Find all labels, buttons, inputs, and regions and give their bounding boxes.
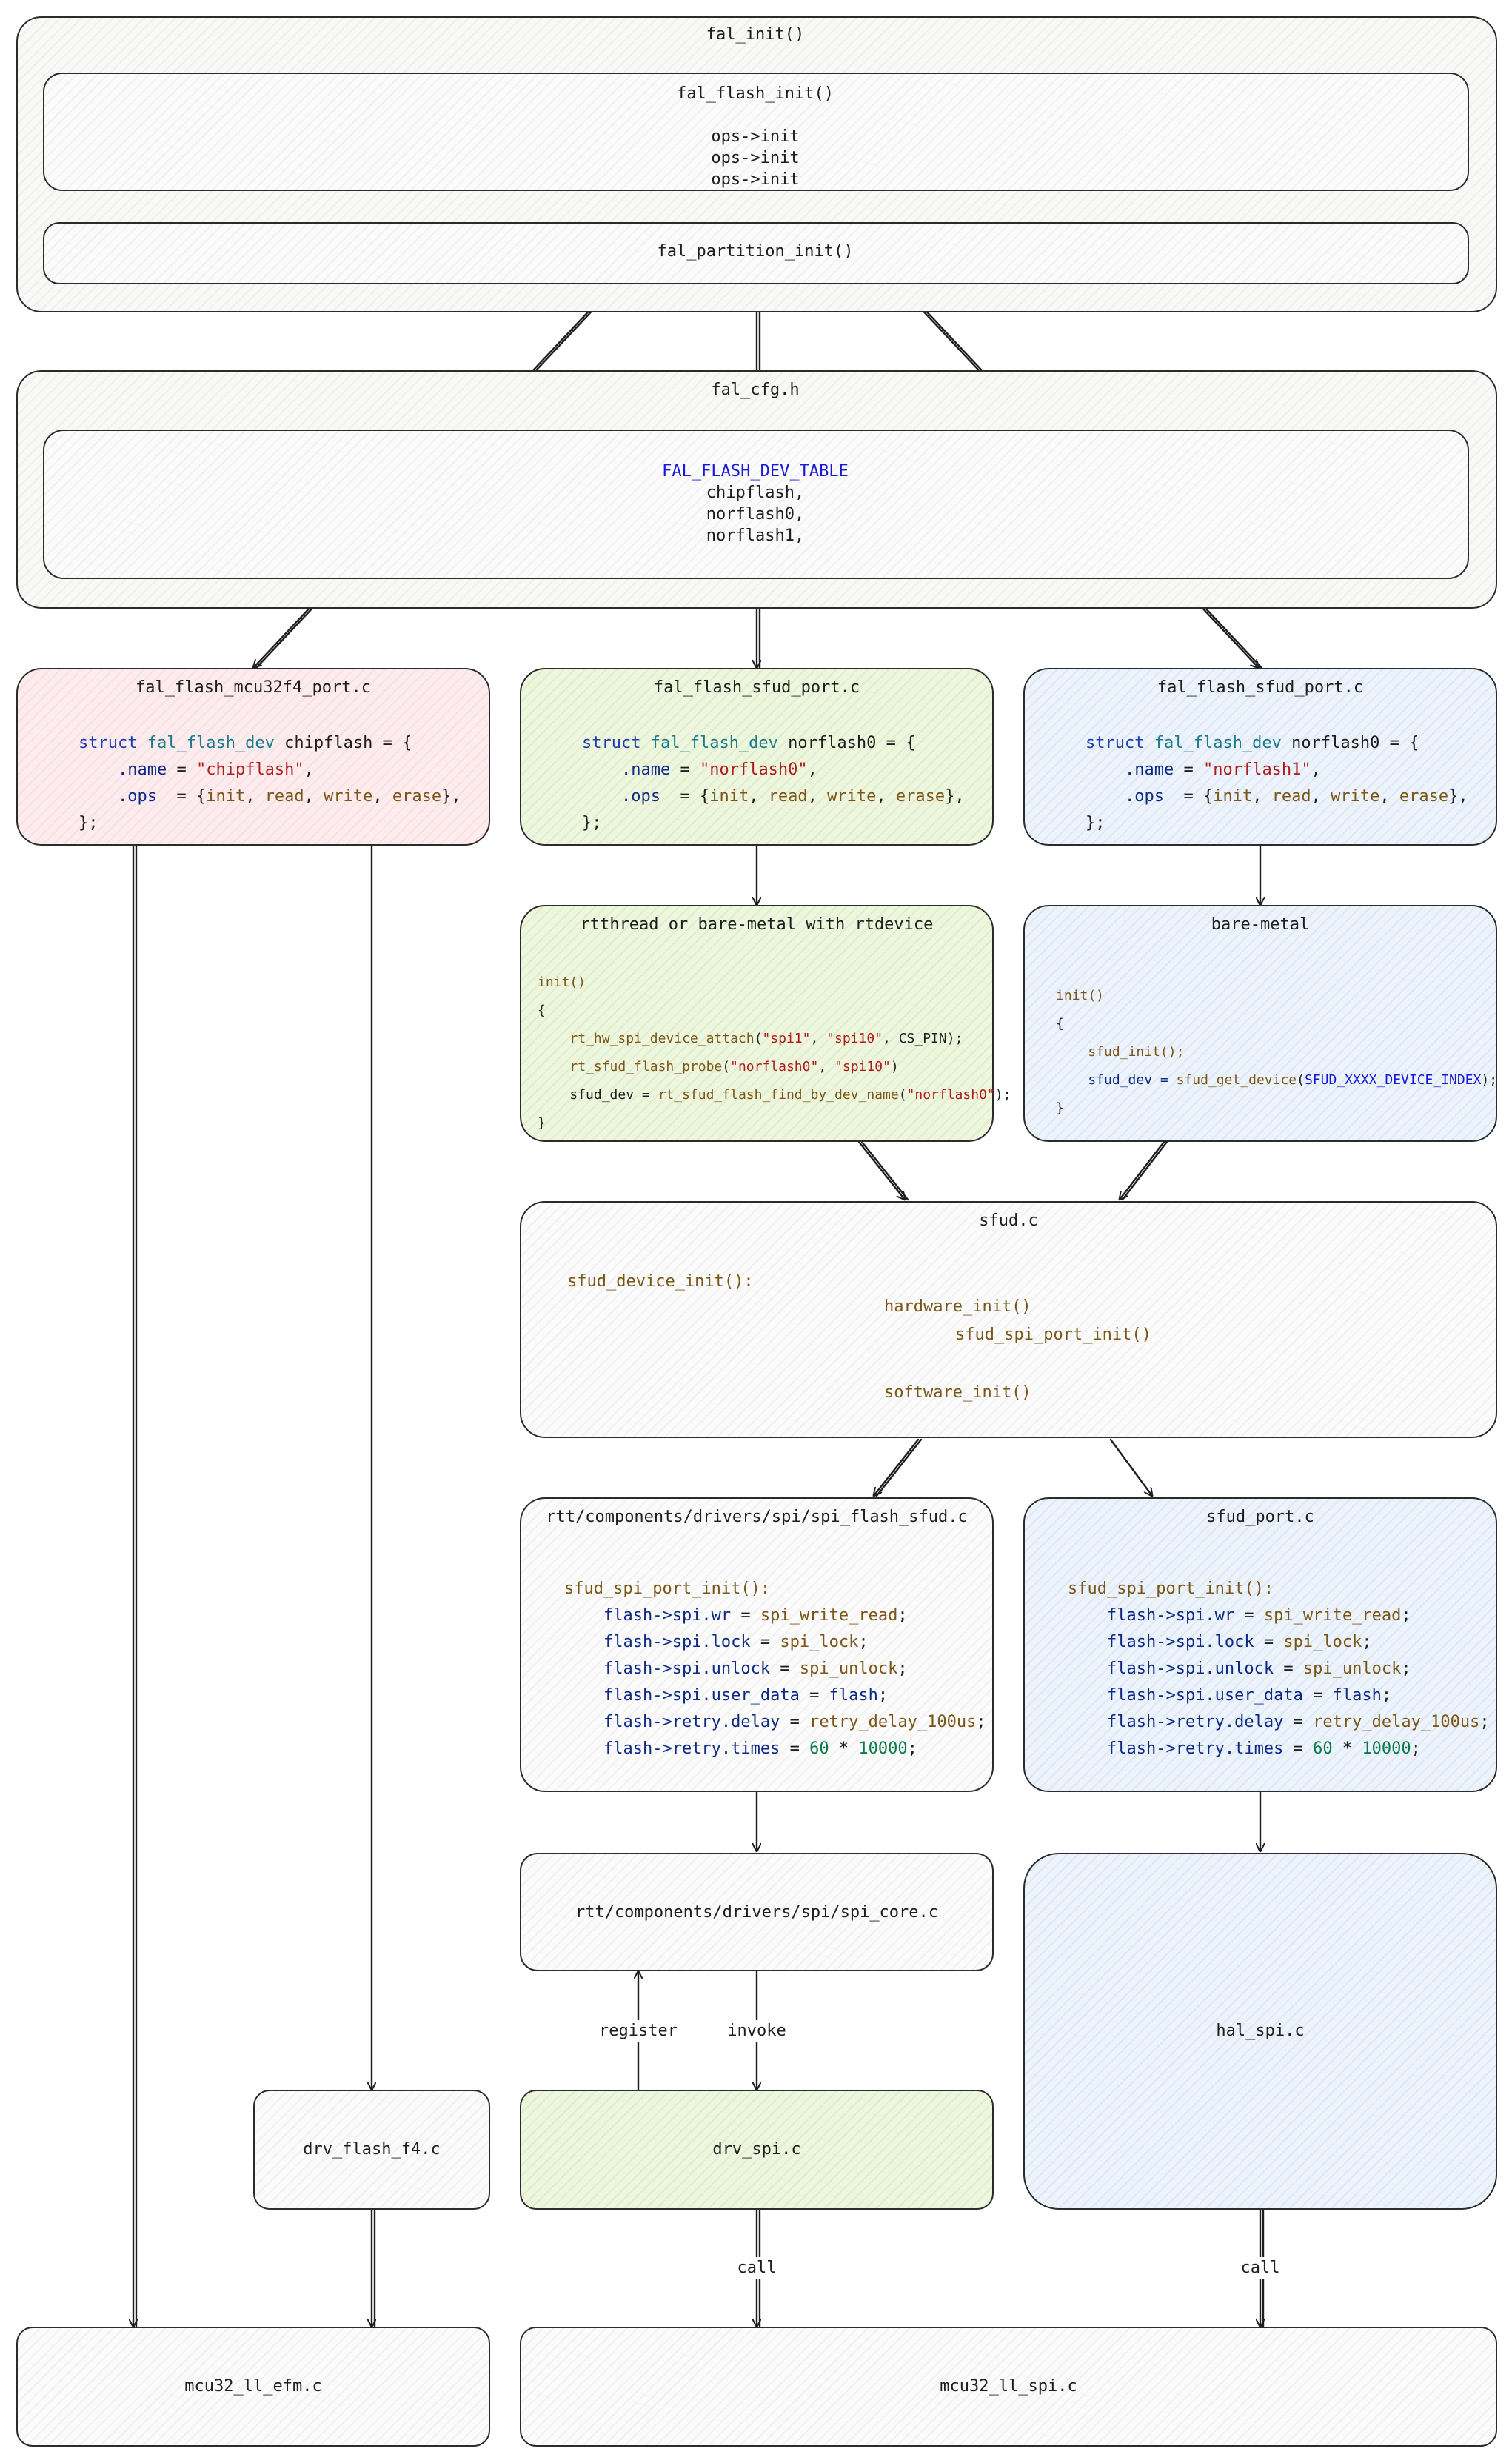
baremetal-title: bare-metal	[1211, 915, 1310, 934]
sfud-port-box-2	[1023, 668, 1497, 846]
spi-core-title: rtt/components/drivers/spi/spi_core.c	[575, 1903, 939, 1922]
drv-flash-title: drv_flash_f4.c	[303, 2140, 441, 2159]
norflash1-struct-code: struct fal_flash_dev norflash0 = { .name…	[1086, 734, 1468, 832]
flash-dev-entry: chipflash,	[706, 484, 805, 502]
drv-spi-title: drv_spi.c	[712, 2140, 801, 2159]
rtthread-init-code: init() { rt_hw_spi_device_attach("spi1",…	[538, 975, 1011, 1131]
spi-core-box	[520, 1853, 994, 1971]
sfud-port-c-box	[1023, 1497, 1497, 1792]
fal-flash-init-title: fal_flash_init()	[677, 84, 834, 103]
spi-flash-sfud-port-init-code: sfud_spi_port_init(): flash->spi.wr = sp…	[564, 1580, 986, 1758]
hal-spi-title: hal_spi.c	[1216, 2022, 1305, 2040]
fal-flash-dev-table-box	[43, 430, 1469, 579]
hardware-init: hardware_init()	[884, 1297, 1031, 1316]
rtthread-box	[520, 905, 994, 1142]
chipflash-struct-code: struct fal_flash_dev chipflash = { .name…	[78, 734, 461, 832]
fal-cfg-title: fal_cfg.h	[711, 381, 800, 399]
baremetal-init-code: init() { sfud_init(); sfud_dev = sfud_ge…	[1056, 988, 1498, 1116]
rtthread-title: rtthread or bare-metal with rtdevice	[580, 915, 934, 934]
efm-title: mcu32_ll_efm.c	[184, 2377, 322, 2396]
hal-spi-box	[1023, 1853, 1497, 2210]
call-label-right: call	[1240, 2257, 1280, 2279]
ops-init-line: ops->init	[711, 170, 800, 189]
spi-flash-sfud-title: rtt/components/drivers/spi/spi_flash_sfu…	[546, 1508, 968, 1526]
flash-dev-entry: norflash1,	[706, 527, 805, 545]
spi-flash-sfud-box	[520, 1497, 994, 1792]
sfud-port-title-1: fal_flash_sfud_port.c	[653, 678, 860, 697]
invoke-label: invoke	[727, 2020, 786, 2042]
baremetal-box	[1023, 905, 1497, 1142]
ops-init-line: ops->init	[711, 127, 800, 146]
register-label: register	[599, 2020, 678, 2042]
ll-spi-box	[520, 2327, 1497, 2447]
sfud-port-box-1	[520, 668, 994, 846]
drv-flash-box	[253, 2090, 490, 2210]
sfud-box	[520, 1201, 1497, 1438]
mcu32-port-title: fal_flash_mcu32f4_port.c	[136, 678, 371, 697]
flash-dev-entry: norflash0,	[706, 505, 805, 524]
arrow-baremetal-to-sfud	[1120, 1140, 1165, 1200]
arrow-sfud-to-spi-flash-sfud	[874, 1438, 920, 1496]
sfud-spi-port-init-call: sfud_spi_port_init()	[955, 1326, 1151, 1344]
fal-flash-dev-table-macro: FAL_FLASH_DEV_TABLE	[662, 462, 849, 481]
fal-flash-init-box	[43, 73, 1469, 191]
sfud-device-init: sfud_device_init():	[567, 1272, 754, 1291]
software-init: software_init()	[884, 1383, 1031, 1402]
mcu32-port-box	[16, 668, 490, 846]
fal-init-title: fal_init()	[706, 25, 805, 44]
sfud-port-title-2: fal_flash_sfud_port.c	[1157, 678, 1364, 697]
ll-spi-title: mcu32_ll_spi.c	[940, 2377, 1077, 2396]
fal-partition-init-title: fal_partition_init()	[657, 242, 854, 261]
arrow-sfud-to-sfud-port	[1109, 1438, 1152, 1496]
norflash0-struct-code: struct fal_flash_dev norflash0 = { .name…	[582, 734, 965, 832]
drv-spi-box	[520, 2090, 994, 2210]
sfud-port-c-title: sfud_port.c	[1206, 1508, 1314, 1526]
arrow-rtthread-to-sfud	[857, 1140, 905, 1200]
ops-init-line: ops->init	[711, 149, 800, 167]
fal-partition-init-box	[43, 222, 1469, 284]
sfud-title: sfud.c	[979, 1211, 1038, 1230]
efm-box	[16, 2327, 490, 2447]
sfud-port-c-port-init-code: sfud_spi_port_init(): flash->spi.wr = sp…	[1068, 1580, 1490, 1758]
call-label-left: call	[737, 2257, 777, 2279]
